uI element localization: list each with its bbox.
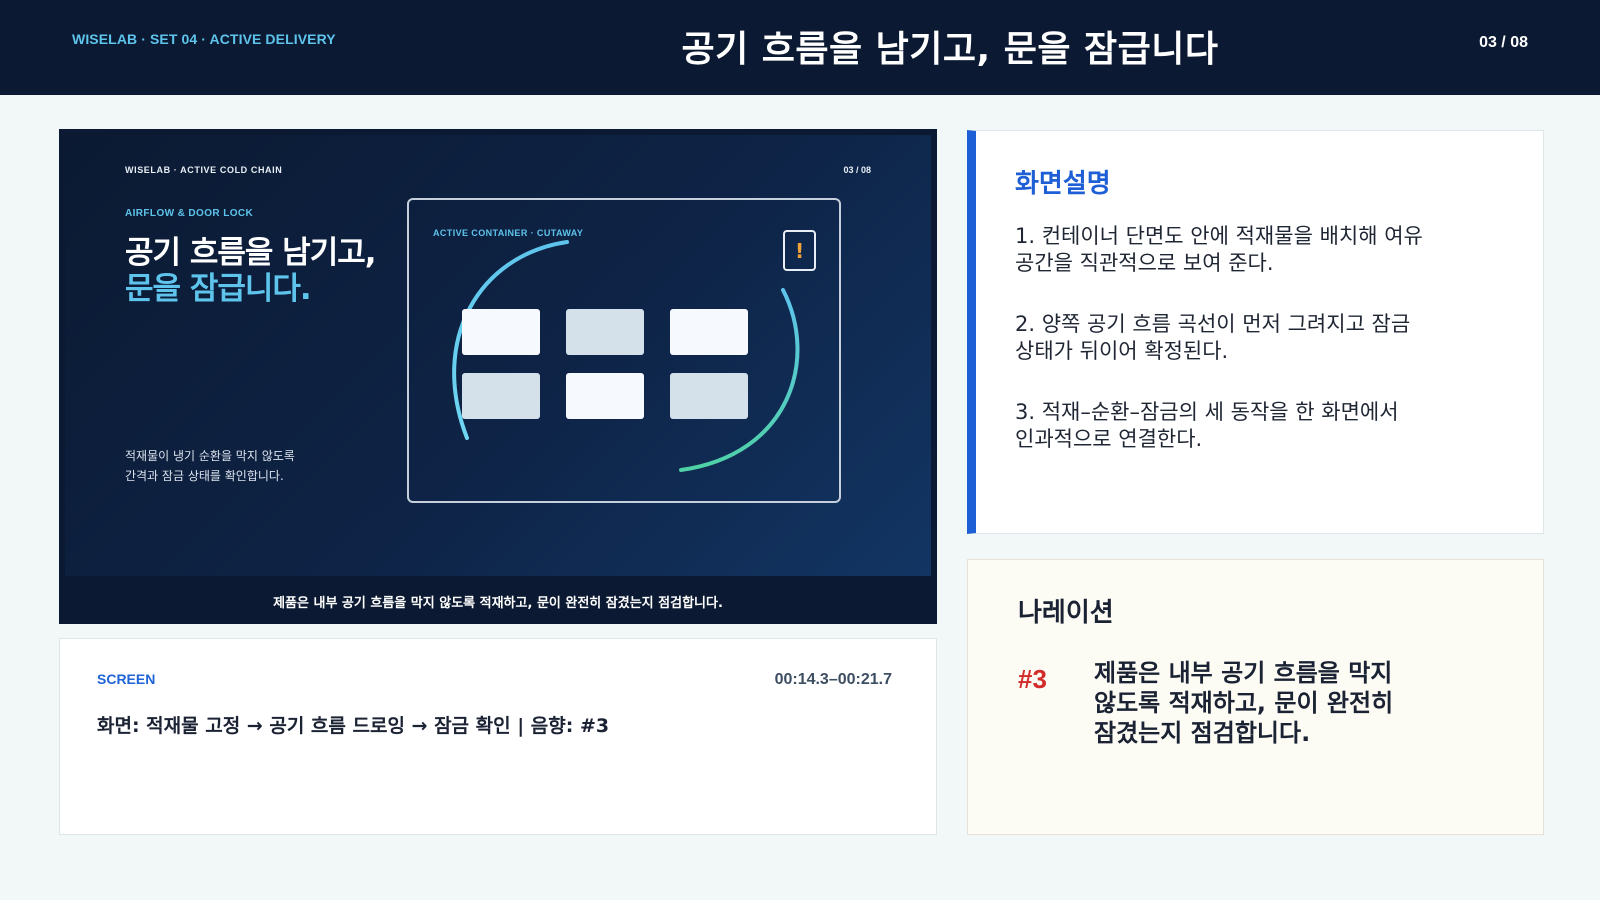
top-bar: WISELAB · SET 04 · ACTIVE DELIVERY 공기 흐름…: [0, 0, 1600, 95]
slide-page-indicator: 03 / 08: [843, 165, 871, 175]
page-title: 공기 흐름을 남기고, 문을 잠급니다: [681, 29, 1219, 70]
slide-preview[interactable]: WISELAB · ACTIVE COLD CHAIN 03 / 08 AIRF…: [59, 129, 937, 624]
description-item-line1: 2. 양쪽 공기 흐름 곡선이 먼저 그려지고 잠금: [1015, 312, 1411, 336]
description-item-line1: 3. 적재–순환–잠금의 세 동작을 한 화면에서: [1015, 400, 1399, 424]
description-heading: 화면설명: [1015, 169, 1111, 199]
alert-glyph: !: [794, 238, 805, 263]
cargo-box: [566, 373, 644, 419]
cargo-box: [462, 309, 540, 355]
description-item-line1: 1. 컨테이너 단면도 안에 적재물을 배치해 여유: [1015, 224, 1423, 248]
narration-line3: 잠겼는지 점검합니다.: [1094, 719, 1311, 747]
description-item: 3. 적재–순환–잠금의 세 동작을 한 화면에서 인과적으로 연결한다.: [1015, 399, 1485, 453]
slide-description-line2: 간격과 잠금 상태를 확인합니다.: [125, 469, 284, 483]
narration-line1: 제품은 내부 공기 흐름을 막지: [1094, 659, 1393, 687]
timecode: 00:14.3–00:21.7: [774, 671, 892, 688]
cargo-box: [670, 309, 748, 355]
description-item: 2. 양쪽 공기 흐름 곡선이 먼저 그려지고 잠금 상태가 뒤이어 확정된다.: [1015, 311, 1485, 365]
alert-icon: !: [783, 230, 816, 271]
screen-tag: SCREEN: [97, 671, 156, 687]
slide-description-line1: 적재물이 냉기 순환을 막지 않도록: [125, 449, 295, 463]
description-item-line2: 인과적으로 연결한다.: [1015, 427, 1203, 451]
narration-text: 제품은 내부 공기 흐름을 막지 않도록 적재하고, 문이 완전히 잠겼는지 점…: [1094, 658, 1464, 748]
container-cutaway: ACTIVE CONTAINER · CUTAWAY !: [407, 198, 841, 503]
slide-caption-bar: 제품은 내부 공기 흐름을 막지 않도록 적재하고, 문이 완전히 잠겼는지 점…: [59, 576, 937, 624]
cargo-box: [670, 373, 748, 419]
slide-kicker: AIRFLOW & DOOR LOCK: [125, 208, 254, 219]
cargo-box: [566, 309, 644, 355]
slide-canvas: WISELAB · ACTIVE COLD CHAIN 03 / 08 AIRF…: [65, 135, 931, 576]
airflow-right-curve: [679, 288, 800, 472]
slide-caption: 제품은 내부 공기 흐름을 막지 않도록 적재하고, 문이 완전히 잠겼는지 점…: [273, 596, 723, 611]
slide-headline-line1: 공기 흐름을 남기고,: [125, 235, 377, 271]
airflow-curves: [452, 240, 800, 472]
description-item: 1. 컨테이너 단면도 안에 적재물을 배치해 여유 공간을 직관적으로 보여 …: [1015, 223, 1485, 277]
description-panel: 화면설명 1. 컨테이너 단면도 안에 적재물을 배치해 여유 공간을 직관적으…: [967, 130, 1544, 534]
cargo-box: [462, 373, 540, 419]
screen-panel: SCREEN 00:14.3–00:21.7 화면: 적재물 고정 → 공기 흐…: [59, 638, 937, 835]
breadcrumb: WISELAB · SET 04 · ACTIVE DELIVERY: [72, 31, 336, 47]
slide-description: 적재물이 냉기 순환을 막지 않도록 간격과 잠금 상태를 확인합니다.: [125, 446, 365, 486]
page-indicator: 03 / 08: [1479, 34, 1528, 51]
description-item-line2: 상태가 뒤이어 확정된다.: [1015, 339, 1229, 363]
description-item-line2: 공간을 직관적으로 보여 준다.: [1015, 251, 1274, 275]
narration-line2: 않도록 적재하고, 문이 완전히: [1094, 689, 1394, 717]
screen-flow: 화면: 적재물 고정 → 공기 흐름 드로잉 → 잠금 확인 | 음향: #3: [97, 715, 610, 737]
narration-number: #3: [1018, 664, 1047, 694]
narration-heading: 나레이션: [1018, 598, 1114, 628]
slide-headline-line2: 문을 잠급니다.: [125, 271, 312, 307]
narration-panel: 나레이션 #3 제품은 내부 공기 흐름을 막지 않도록 적재하고, 문이 완전…: [967, 559, 1544, 835]
slide-brand: WISELAB · ACTIVE COLD CHAIN: [125, 165, 283, 175]
container-label: ACTIVE CONTAINER · CUTAWAY: [433, 228, 584, 238]
airflow-left-curve: [452, 240, 569, 440]
